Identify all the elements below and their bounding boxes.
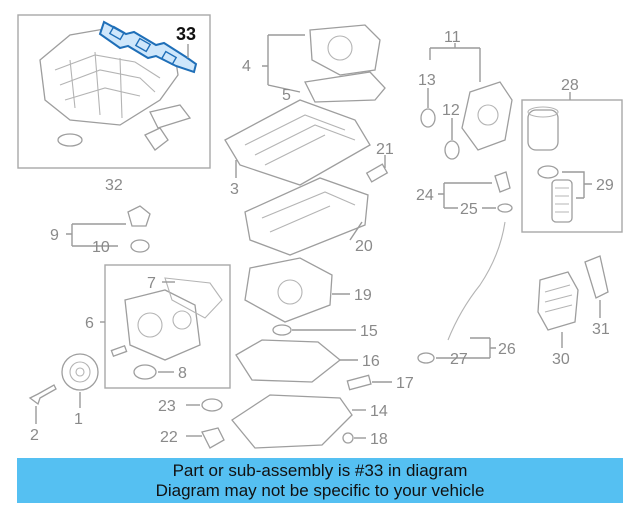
callout-1: 1 [74,411,83,428]
parts-diagram: 33 32 4 5 3 20 21 19 15 16 1 [17,14,623,449]
callout-9: 9 [50,227,59,244]
callout-14: 14 [370,403,388,420]
callout-33: 33 [176,24,196,44]
callout-7: 7 [147,275,156,292]
leader-11 [429,43,481,82]
leader-20 [349,221,363,241]
callout-2: 2 [30,427,39,444]
intake-manifold-group-box [17,14,211,169]
engine-block-drawing [244,177,369,256]
seal-23-drawing [201,398,223,412]
sensor-21-drawing [365,163,389,183]
callout-15: 15 [360,323,378,340]
oil-cooler-30-drawing [537,271,579,331]
banner-line-1: Part or sub-assembly is #33 in diagram [172,460,468,480]
callout-11: 11 [444,29,461,46]
callout-30: 30 [552,351,570,368]
gasket-31-drawing [584,255,609,299]
callout-17: 17 [396,375,414,392]
callout-16: 16 [362,353,380,370]
leader-29 [562,171,592,199]
intake-gasket-33-highlighted [98,20,198,74]
callout-3: 3 [230,181,239,198]
washer-25-drawing [497,203,513,213]
callout-8: 8 [178,365,187,382]
callout-5: 5 [282,87,291,104]
callout-27: 27 [450,351,468,368]
pulley-1-drawing [61,353,99,391]
callout-25: 25 [460,201,478,218]
leader-4 [262,34,305,93]
callout-4: 4 [242,58,251,75]
callout-22: 22 [160,429,178,446]
callout-21: 21 [376,141,394,158]
callout-26: 26 [498,341,516,358]
upper-cover-drawing [304,24,386,103]
callout-19: 19 [354,287,372,304]
callout-31: 31 [592,321,610,338]
bolt-2-drawing [28,384,57,406]
seal-27-drawing [417,352,435,364]
o-ring-15-drawing [272,324,292,336]
info-banner: Part or sub-assembly is #33 in diagram D… [17,458,623,503]
timing-cover-drawing [110,277,223,380]
seal-13-drawing [420,108,436,128]
callout-18: 18 [370,431,388,448]
ring-10-drawing [130,239,150,253]
callout-6: 6 [85,315,94,332]
dipstick-tube-26-drawing [447,221,506,341]
callout-24: 24 [416,187,434,204]
callout-12: 12 [442,102,460,119]
sender-24-drawing [494,171,511,193]
cylinder-head-drawing [224,99,371,186]
banner-line-2: Diagram may not be specific to your vehi… [155,480,485,500]
sensor-17-drawing [346,374,372,391]
seal-12-drawing [444,140,460,160]
callout-29: 29 [596,177,614,194]
sensor-22-drawing [201,427,225,449]
callout-32: 32 [105,177,123,194]
oil-pan-gasket-16-drawing [235,339,342,383]
callout-28: 28 [561,77,579,94]
cap-9-drawing [127,205,151,227]
callout-13: 13 [418,72,436,89]
callout-20: 20 [355,238,373,255]
oil-filter-group-box [521,99,623,233]
leader-24-25 [438,182,496,209]
oil-filter-drawing [527,106,573,223]
oil-pump-bracket-drawing [244,257,333,323]
drain-plug-18-drawing [342,432,354,444]
callout-23: 23 [158,398,176,415]
oil-pan-14-drawing [231,394,353,449]
leader-9-10 [66,223,126,247]
leader-26-27 [436,337,496,359]
timing-cover-group-box [104,264,231,389]
callout-10: 10 [92,239,110,256]
rear-cover-11-drawing [461,81,513,151]
